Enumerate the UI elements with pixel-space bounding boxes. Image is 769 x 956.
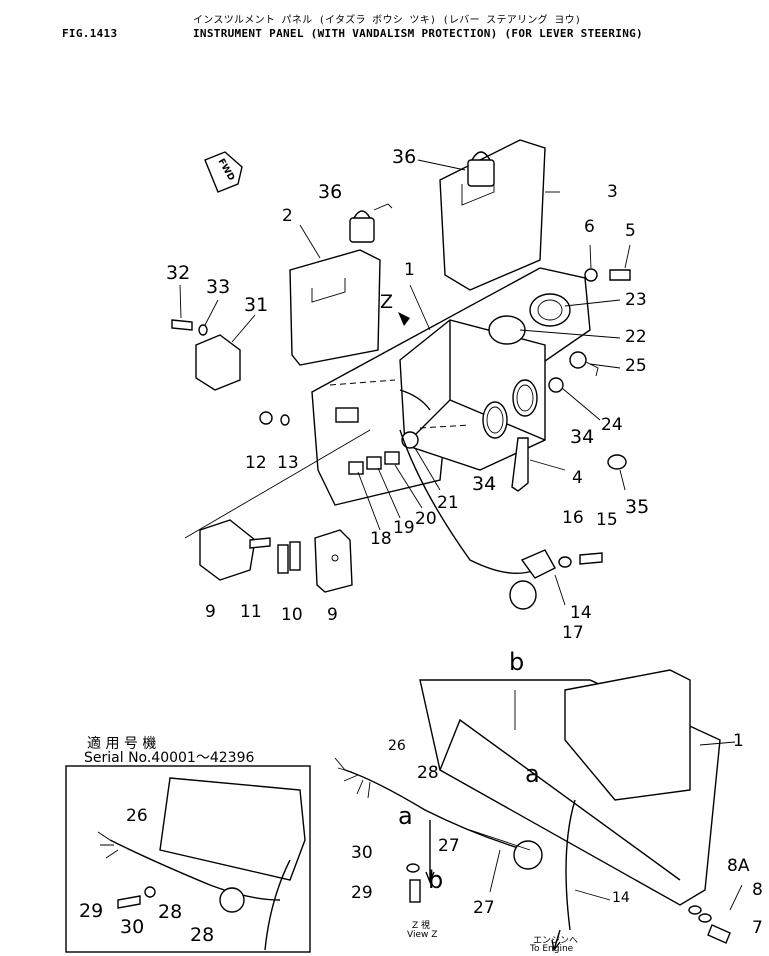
to-engine-english: To Engine xyxy=(530,944,574,954)
inset-callout-28-upper: 28 xyxy=(158,901,183,923)
callout-b-top: b xyxy=(509,648,525,676)
callout-14: 14 xyxy=(570,603,592,623)
cover-3 xyxy=(439,139,546,291)
callout-24: 24 xyxy=(601,415,623,435)
callout-22: 22 xyxy=(625,327,647,347)
to-engine-japanese: エンジンへ xyxy=(533,936,579,946)
callout-32: 32 xyxy=(166,262,191,284)
view-z-english: View Z xyxy=(407,930,438,940)
callout-23: 23 xyxy=(625,290,647,310)
callout-30: 30 xyxy=(351,843,373,863)
callout-28: 28 xyxy=(417,763,439,783)
callout-a-right: a xyxy=(525,760,540,788)
callout-11: 11 xyxy=(240,602,262,622)
callout-9-right: 9 xyxy=(327,605,338,625)
title-english: INSTRUMENT PANEL (WITH VANDALISM PROTECT… xyxy=(193,27,643,40)
callout-9-left: 9 xyxy=(205,602,216,622)
inset-callout-29: 29 xyxy=(79,900,104,922)
callout-27-lower: 27 xyxy=(473,898,495,918)
title-japanese: インスツルメント パネル (イタズラ ボウシ ツキ) (レバー ステアリング ヨ… xyxy=(193,15,582,26)
callout-6: 6 xyxy=(584,217,595,237)
callout-4: 4 xyxy=(572,468,583,488)
inset-callout-30: 30 xyxy=(120,916,145,938)
callout-29: 29 xyxy=(351,883,373,903)
callout-33: 33 xyxy=(206,276,231,298)
callout-5: 5 xyxy=(625,221,636,241)
callout-16: 16 xyxy=(562,508,584,528)
callout-z: Z xyxy=(380,291,394,313)
inset-callout-28-lower: 28 xyxy=(190,924,215,946)
callout-18: 18 xyxy=(370,529,392,549)
callout-34-right: 34 xyxy=(570,426,595,448)
callout-36-right: 36 xyxy=(392,146,417,168)
callout-3: 3 xyxy=(607,182,618,202)
view-z-japanese: Z 視 xyxy=(412,921,431,931)
callout-27-upper: 27 xyxy=(438,836,460,856)
callout-36-left: 36 xyxy=(318,181,343,203)
callout-31: 31 xyxy=(244,294,269,316)
callout-1-lower: 1 xyxy=(733,731,744,751)
cover-2 xyxy=(289,249,381,366)
callout-17: 17 xyxy=(562,623,584,643)
fwd-arrow-icon xyxy=(204,151,243,193)
callout-20: 20 xyxy=(415,509,437,529)
callout-a-left: a xyxy=(398,802,413,830)
callout-25: 25 xyxy=(625,356,647,376)
callout-2: 2 xyxy=(282,206,293,226)
inset-serial-range: Serial No.40001～42396 xyxy=(84,750,255,766)
callout-8: 8 xyxy=(752,880,763,900)
callout-26: 26 xyxy=(388,738,406,754)
callout-14-lower: 14 xyxy=(612,890,630,906)
callout-13: 13 xyxy=(277,453,299,473)
callout-7: 7 xyxy=(752,918,763,938)
callout-19: 19 xyxy=(393,518,415,538)
callout-10: 10 xyxy=(281,605,303,625)
inset-heading-japanese: 適 用 号 機 xyxy=(87,736,157,752)
figure-number: FIG.1413 xyxy=(62,27,118,40)
callout-1: 1 xyxy=(404,260,415,280)
inset-callout-26: 26 xyxy=(126,806,148,826)
callout-21: 21 xyxy=(437,493,459,513)
callout-15: 15 xyxy=(596,510,618,530)
callout-8a: 8A xyxy=(727,856,750,876)
callout-34-left: 34 xyxy=(472,473,497,495)
callout-12: 12 xyxy=(245,453,267,473)
callout-35: 35 xyxy=(625,496,650,518)
callout-b-left: b xyxy=(428,866,444,894)
